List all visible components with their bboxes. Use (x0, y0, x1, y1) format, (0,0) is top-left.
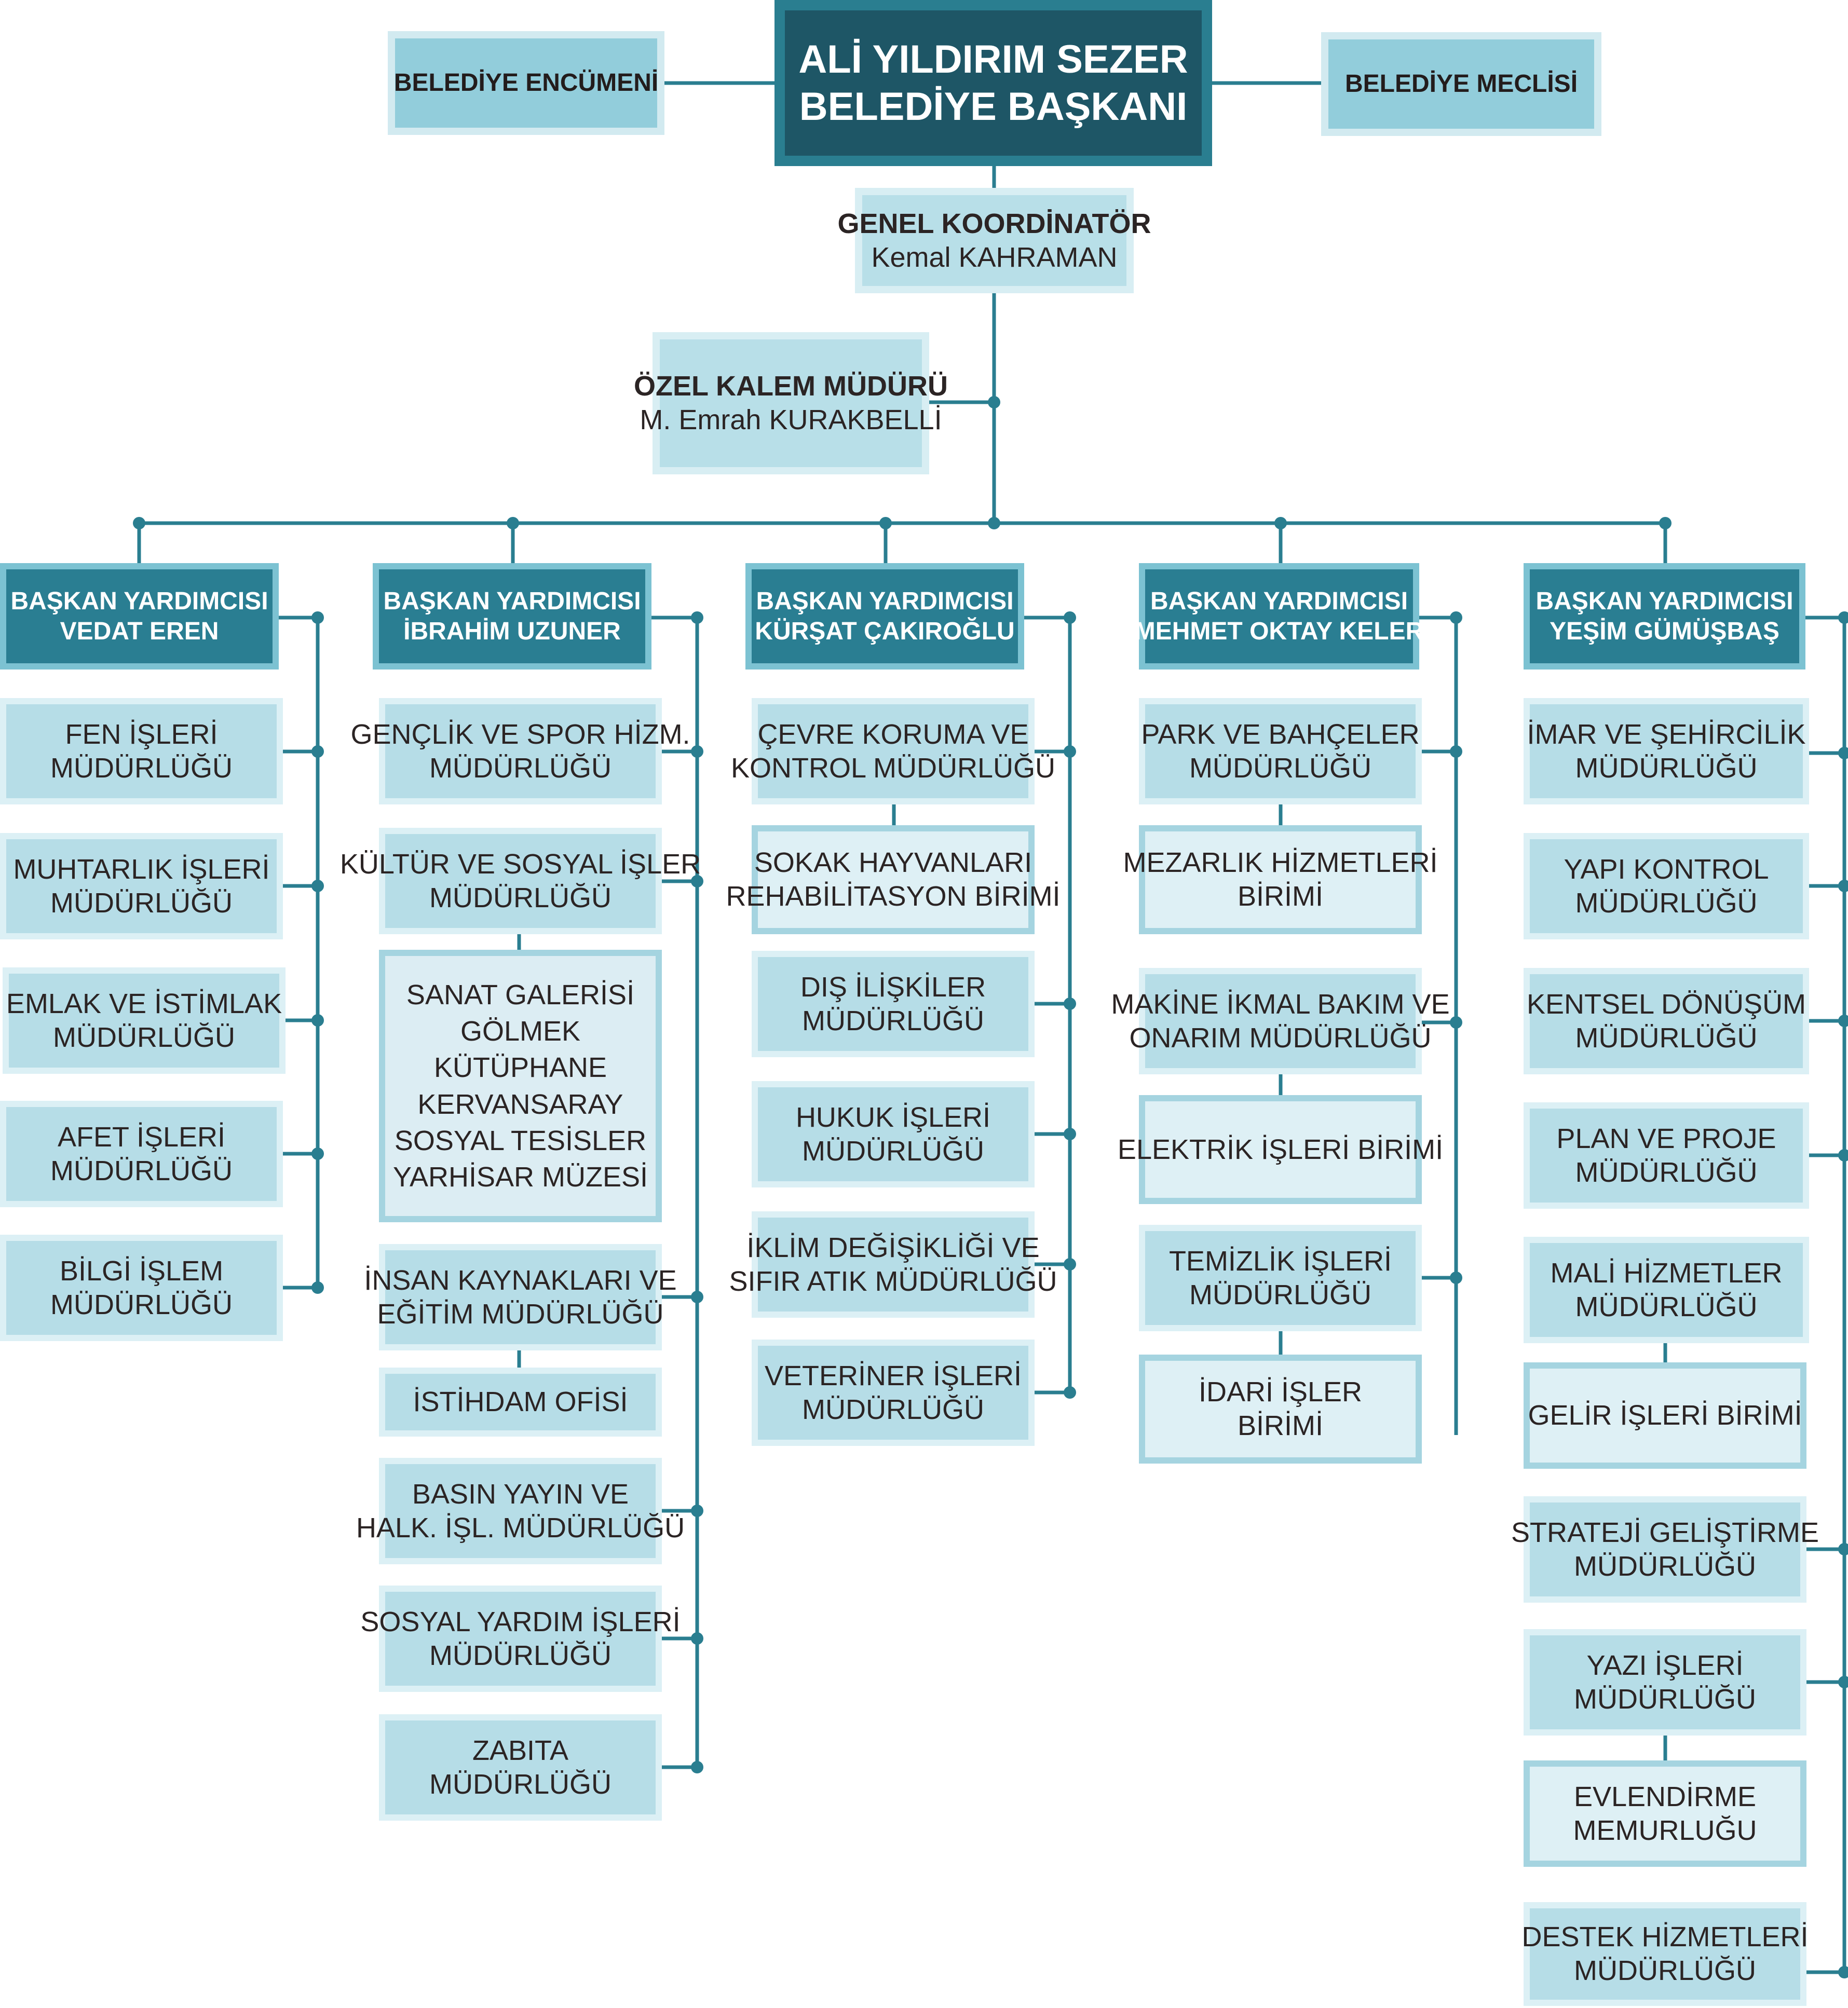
unit-box: GELİR İŞLERİ BİRİMİ (1524, 1362, 1806, 1469)
general-coordinator-box: GENEL KOORDİNATÖR Kemal KAHRAMAN (837, 188, 1151, 293)
dept-box: GENÇLİK VE SPOR HİZM. MÜDÜRLÜĞÜ (350, 698, 690, 804)
dept-box: PLAN VE PROJE MÜDÜRLÜĞÜ (1524, 1102, 1809, 1209)
dept-box: DIŞ İLİŞKİLER MÜDÜRLÜĞÜ (752, 951, 1035, 1057)
dept-box: MALİ HİZMETLER MÜDÜRLÜĞÜ (1524, 1237, 1809, 1343)
dept-box: İKLİM DEĞİŞİKLİĞİ VE SIFIR ATIK MÜDÜRLÜĞ… (729, 1211, 1057, 1318)
mayor-box: ALİ YILDIRIM SEZER BELEDİYE BAŞKANI (774, 0, 1212, 166)
vp-box-5: BAŞKAN YARDIMCISI YEŞİM GÜMÜŞBAŞ (1524, 563, 1805, 670)
private-office-box: ÖZEL KALEM MÜDÜRÜ M. Emrah KURAKBELLİ (634, 332, 948, 474)
dept-box: TEMİZLİK İŞLERİ MÜDÜRLÜĞÜ (1139, 1225, 1422, 1331)
unit-box: ELEKTRİK İŞLERİ BİRİMİ (1118, 1095, 1443, 1204)
unit-box: EVLENDİRME MEMURLUĞU (1524, 1760, 1806, 1867)
dept-box: ÇEVRE KORUMA VE KONTROL MÜDÜRLÜĞÜ (731, 698, 1055, 804)
mayor-name: ALİ YILDIRIM SEZER (798, 37, 1188, 81)
dept-box: HUKUK İŞLERİ MÜDÜRLÜĞÜ (752, 1081, 1035, 1187)
dept-box: YAZI İŞLERİ MÜDÜRLÜĞÜ (1524, 1629, 1806, 1736)
dept-box: DESTEK HİZMETLERİ MÜDÜRLÜĞÜ (1521, 1902, 1809, 2006)
general-coordinator-title: GENEL KOORDİNATÖR (837, 208, 1151, 239)
unit-box: SOKAK HAYVANLARI REHABİLİTASYON BİRİMİ (726, 825, 1061, 934)
dept-box: İSTİHDAM OFİSİ (379, 1368, 662, 1437)
dept-box: FEN İŞLERİ MÜDÜRLÜĞÜ (0, 698, 283, 804)
dept-box: BİLGİ İŞLEM MÜDÜRLÜĞÜ (0, 1235, 283, 1341)
dept-box: SOSYAL YARDIM İŞLERİ MÜDÜRLÜĞÜ (360, 1586, 681, 1692)
meclis-box: BELEDİYE MECLİSİ (1321, 32, 1601, 136)
mayor-title: BELEDİYE BAŞKANI (799, 85, 1188, 129)
dept-box: MUHTARLIK İŞLERİ MÜDÜRLÜĞÜ (0, 833, 283, 939)
encumen-label: BELEDİYE ENCÜMENİ (393, 69, 659, 97)
vp-box-4: BAŞKAN YARDIMCISI MEHMET OKTAY KELER (1135, 563, 1423, 670)
dept-box: KENTSEL DÖNÜŞÜM MÜDÜRLÜĞÜ (1524, 968, 1809, 1074)
dept-box: İMAR VE ŞEHİRCİLİK MÜDÜRLÜĞÜ (1524, 698, 1809, 804)
dept-box: EMLAK VE İSTİMLAK MÜDÜRLÜĞÜ (3, 967, 286, 1074)
dept-box: STRATEJİ GELİŞTİRME MÜDÜRLÜĞÜ (1511, 1496, 1819, 1603)
vp-box-1: BAŞKAN YARDIMCISI VEDAT EREN (0, 563, 279, 670)
general-coordinator-name: Kemal KAHRAMAN (871, 241, 1118, 273)
dept-box: KÜLTÜR VE SOSYAL İŞLER MÜDÜRLÜĞÜ (340, 828, 701, 934)
vp-box-2: BAŞKAN YARDIMCISI İBRAHİM UZUNER (373, 563, 651, 670)
dept-box: ZABITA MÜDÜRLÜĞÜ (379, 1714, 662, 1821)
vp-box-3: BAŞKAN YARDIMCISI KÜRŞAT ÇAKIROĞLU (745, 563, 1024, 670)
dept-box: MAKİNE İKMAL BAKIM VE ONARIM MÜDÜRLÜĞÜ (1111, 968, 1450, 1074)
dept-box: PARK VE BAHÇELER MÜDÜRLÜĞÜ (1139, 698, 1422, 804)
dept-box: YAPI KONTROL MÜDÜRLÜĞÜ (1524, 833, 1809, 939)
private-office-title: ÖZEL KALEM MÜDÜRÜ (634, 371, 948, 402)
encumen-box: BELEDİYE ENCÜMENİ (388, 31, 664, 135)
unit-box: MEZARLIK HİZMETLERİ BİRİMİ (1123, 825, 1438, 934)
dept-box: VETERİNER İŞLERİ MÜDÜRLÜĞÜ (752, 1340, 1035, 1446)
unit-box: İDARİ İŞLER BİRİMİ (1139, 1355, 1422, 1464)
dept-box: BASIN YAYIN VE HALK. İŞL. MÜDÜRLÜĞÜ (356, 1458, 685, 1564)
sub-unit-list-box: SANAT GALERİSİ GÖLMEK KÜTÜPHANE KERVANSA… (379, 950, 662, 1222)
dept-box: AFET İŞLERİ MÜDÜRLÜĞÜ (0, 1101, 283, 1207)
meclis-label: BELEDİYE MECLİSİ (1344, 70, 1578, 98)
dept-box: İNSAN KAYNAKLARI VE EĞİTİM MÜDÜRLÜĞÜ (364, 1244, 677, 1350)
private-office-name: M. Emrah KURAKBELLİ (640, 404, 942, 435)
